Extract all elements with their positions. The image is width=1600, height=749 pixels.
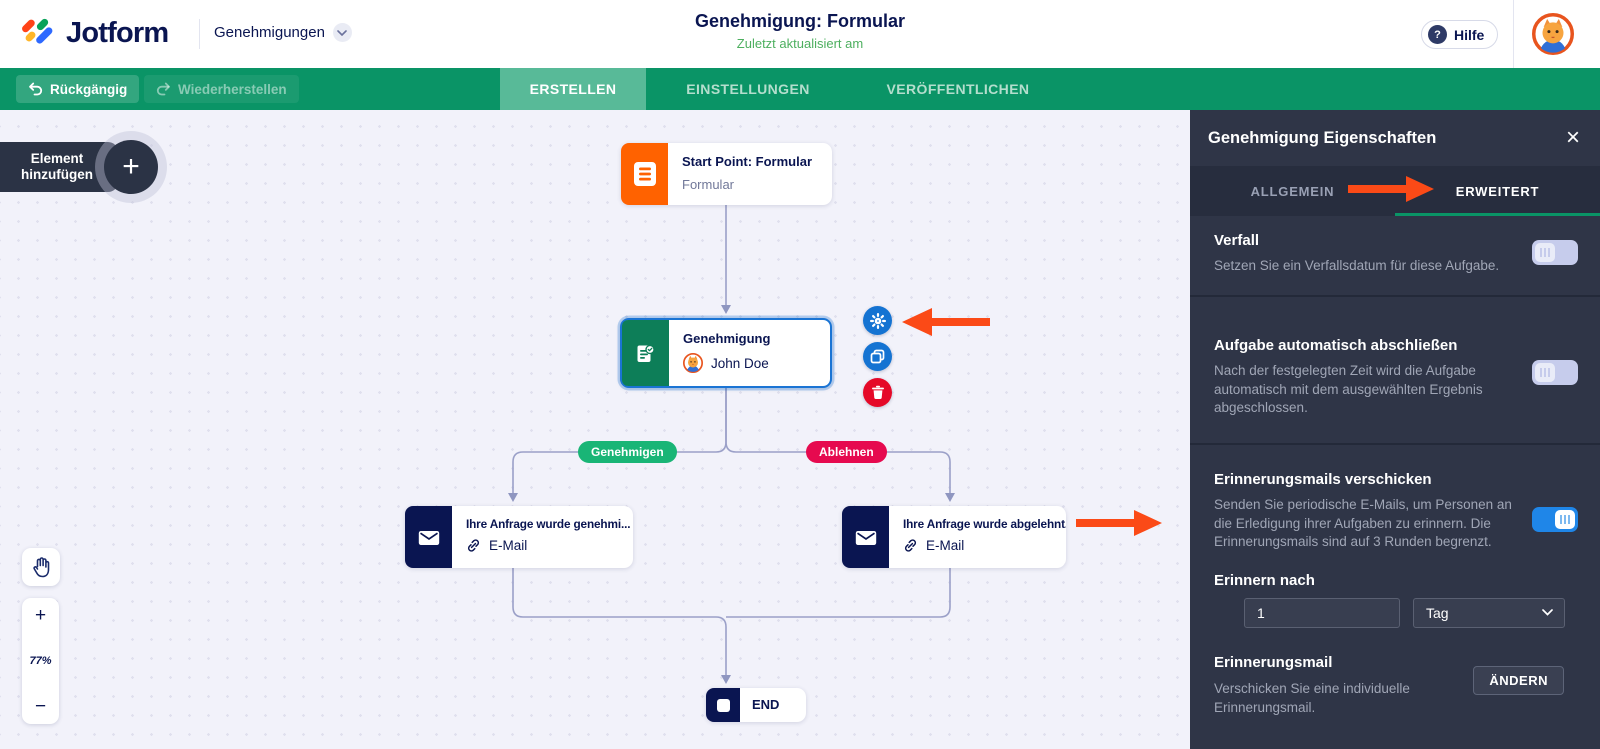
section-title: Verfall <box>1214 232 1260 249</box>
last-updated-text: Zuletzt aktualisiert am <box>736 36 864 51</box>
link-icon <box>467 539 480 552</box>
add-element-plus-button[interactable]: + <box>104 140 158 194</box>
auto-complete-toggle[interactable] <box>1532 360 1578 385</box>
section-description: Setzen Sie ein Verfallsdatum für diese A… <box>1214 258 1500 273</box>
flow-title-block: Genehmigung: Formular Zuletzt aktualisie… <box>400 11 1200 51</box>
reminder-emails-toggle[interactable] <box>1532 507 1578 532</box>
zoom-in-button[interactable]: + <box>34 605 47 626</box>
start-node-title: Start Point: Formular <box>682 154 813 169</box>
tab-einstellungen[interactable]: EINSTELLUNGEN <box>686 81 810 97</box>
active-tab-underline <box>1395 213 1600 216</box>
end-label: END <box>752 697 780 712</box>
email-type-label: E-Mail <box>489 538 528 553</box>
help-button[interactable]: ? Hilfe <box>1421 20 1499 49</box>
section-description: Nach der festgelegten Zeit wird die Aufg… <box>1214 363 1483 415</box>
flow-edges <box>508 205 955 684</box>
panel-title: Genehmigung Eigenschaften <box>1208 128 1437 147</box>
app-header: Jotform Genehmigungen Genehmigung: Formu… <box>0 0 1600 68</box>
undo-label: Rückgängig <box>50 81 128 97</box>
remind-after-label: Erinnern nach <box>1214 571 1315 589</box>
jotform-logo-icon <box>22 18 53 44</box>
verfall-toggle[interactable] <box>1532 240 1578 265</box>
change-reminder-email-button[interactable]: ÄNDERN <box>1473 665 1564 695</box>
header-divider <box>1513 0 1514 68</box>
properties-panel: Genehmigung Eigenschaften × ALLGEMEIN ER… <box>1190 110 1600 749</box>
zoom-level: 77% <box>29 655 52 667</box>
assignee-avatar <box>683 353 703 373</box>
remind-unit-select[interactable]: Tag <box>1413 597 1565 628</box>
node-email-rejected[interactable]: Ihre Anfrage wurde abgelehnt. E-Mail <box>842 506 1066 568</box>
reminder-email-title: Erinnerungsmail <box>1214 653 1333 671</box>
logo-text: Jotform <box>66 16 169 49</box>
node-delete-button[interactable] <box>863 378 892 407</box>
node-end[interactable]: END <box>706 688 806 722</box>
pan-tool-button[interactable] <box>22 548 60 586</box>
end-icon <box>706 688 740 722</box>
page-title: Genehmigung: Formular <box>694 11 905 31</box>
close-icon[interactable]: × <box>1565 124 1580 151</box>
tab-veroeffentlichen[interactable]: VERÖFFENTLICHEN <box>886 81 1030 97</box>
branch-label-reject[interactable]: Ablehnen <box>806 441 887 463</box>
flow-canvas[interactable]: Element hinzufügen + Start Point: Formul… <box>0 110 1190 749</box>
approval-node-title: Genehmigung <box>683 331 771 346</box>
chevron-down-icon <box>1542 609 1553 616</box>
zoom-out-button[interactable]: − <box>34 696 47 717</box>
tab-erstellen[interactable]: ERSTELLEN <box>500 68 646 110</box>
reminder-email-description: Verschicken Sie eine individuelle Erinne… <box>1214 680 1410 715</box>
builder-toolbar: Rückgängig Wiederherstellen ERSTELLEN EI… <box>0 68 1600 110</box>
add-element-label: Element hinzufügen <box>21 151 93 182</box>
user-avatar[interactable] <box>1532 13 1574 55</box>
form-icon <box>621 143 668 205</box>
panel-tab-erweitert[interactable]: ERWEITERT <box>1455 183 1540 199</box>
email-icon <box>842 506 889 568</box>
undo-button[interactable]: Rückgängig <box>16 75 140 103</box>
remind-after-input[interactable] <box>1244 597 1400 628</box>
gear-icon <box>869 312 886 329</box>
approval-icon <box>622 320 669 386</box>
email-type-label: E-Mail <box>926 538 965 553</box>
start-node-subtitle: Formular <box>682 177 735 192</box>
email-icon <box>405 506 452 568</box>
zoom-control: + 77% − <box>22 598 59 724</box>
reminder-email-group: Erinnerungsmail Verschicken Sie eine ind… <box>1214 654 1578 717</box>
panel-tab-allgemein[interactable]: ALLGEMEIN <box>1250 183 1335 199</box>
trash-icon <box>871 385 884 399</box>
help-label: Hilfe <box>1454 26 1485 43</box>
section-description: Senden Sie periodische E-Mails, um Perso… <box>1214 497 1512 549</box>
link-icon <box>904 539 917 552</box>
product-menu-dropdown[interactable]: Genehmigungen <box>214 23 352 42</box>
undo-icon <box>29 82 43 96</box>
header-divider <box>199 19 200 49</box>
section-auto-complete: Aufgabe automatisch abschließen Nach der… <box>1190 295 1600 443</box>
jotform-logo[interactable]: Jotform <box>22 16 169 50</box>
product-menu-label: Genehmigungen <box>214 24 325 41</box>
email-rejected-title: Ihre Anfrage wurde abgelehnt. <box>903 517 1066 531</box>
email-approved-title: Ihre Anfrage wurde genehmi... <box>466 517 631 531</box>
chevron-down-icon <box>332 23 352 42</box>
remind-unit-value: Tag <box>1426 604 1449 621</box>
node-start-point[interactable]: Start Point: Formular Formular <box>621 143 832 205</box>
node-settings-button[interactable] <box>863 306 892 335</box>
node-approval[interactable]: Genehmigung John Doe <box>620 318 832 388</box>
redo-button[interactable]: Wiederherstellen <box>144 75 299 103</box>
redo-icon <box>156 82 170 96</box>
add-element-button[interactable]: Element hinzufügen <box>0 142 118 192</box>
node-duplicate-button[interactable] <box>863 342 892 371</box>
section-title: Erinnerungsmails verschicken <box>1214 471 1432 488</box>
question-mark-icon: ? <box>1428 25 1447 44</box>
section-verfall: Verfall Setzen Sie ein Verfallsdatum für… <box>1190 216 1600 295</box>
branch-label-approve[interactable]: Genehmigen <box>578 441 677 463</box>
redo-label: Wiederherstellen <box>178 81 287 97</box>
assignee-name: John Doe <box>711 355 769 371</box>
section-reminder-emails: Erinnerungsmails verschicken Senden Sie … <box>1190 443 1600 717</box>
section-title: Aufgabe automatisch abschließen <box>1214 337 1458 354</box>
duplicate-icon <box>870 349 885 364</box>
hand-icon <box>32 557 49 578</box>
node-email-approved[interactable]: Ihre Anfrage wurde genehmi... E-Mail <box>405 506 633 568</box>
